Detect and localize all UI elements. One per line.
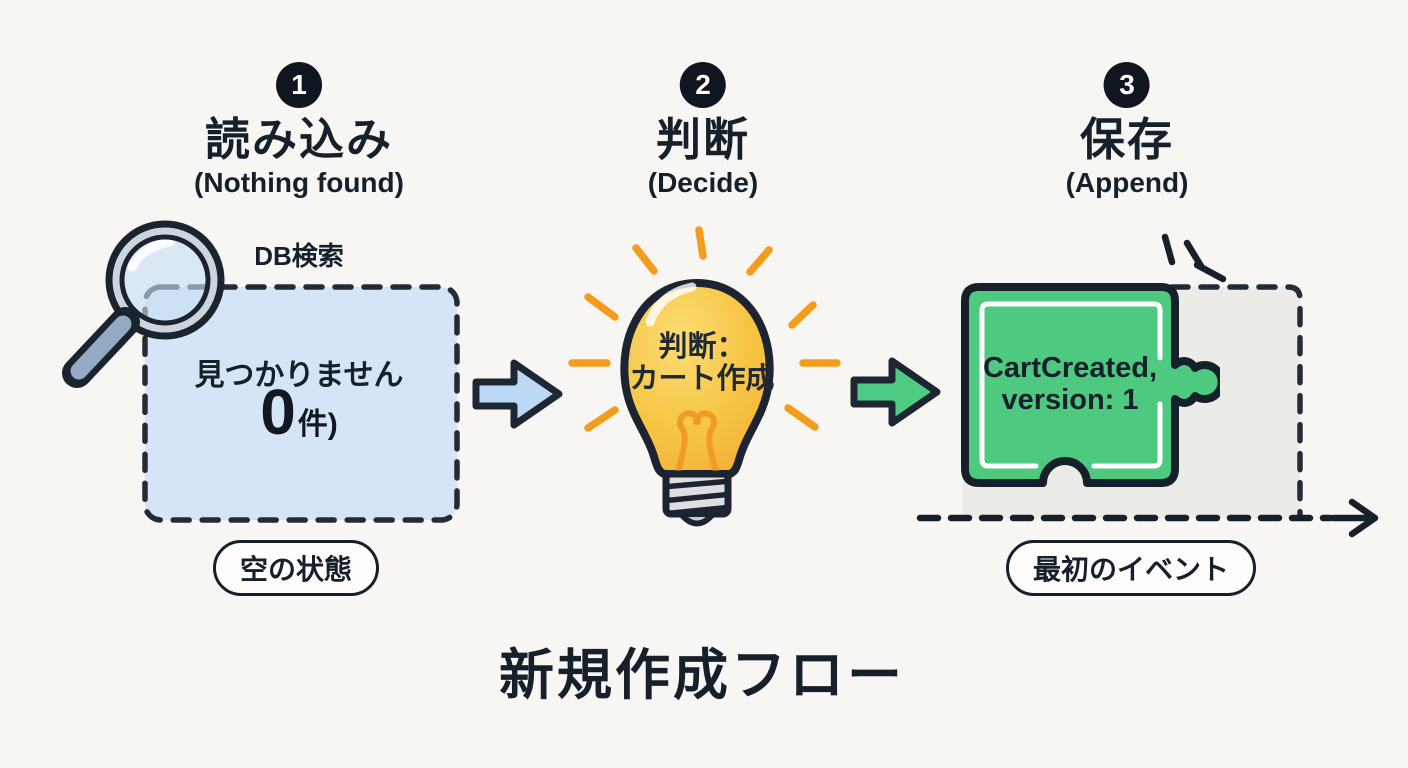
step-1-title: 読み込み [204,114,393,165]
decision-line-1: 判断： [658,331,746,363]
step-3-subtitle: (Append) [1065,167,1189,199]
empty-state-pill: 空の状態 [212,540,380,596]
step-3-header: 3 保存 (Append) [1065,62,1189,199]
search-result-text: 見つかりません [194,359,404,392]
step-1-badge: 1 [276,62,322,108]
puzzle-piece-icon [961,283,1220,487]
step-2-header: 2 判断 (Decide) [648,62,758,199]
step-2-subtitle: (Decide) [647,167,759,199]
db-search-label: DB検索 [254,241,344,271]
event-card-text: CartCreated, version: 1 [965,352,1175,416]
search-result-count: 0 件) [143,380,455,444]
count-value: 0 [260,376,296,448]
decision-line-2: カート作成 [629,363,775,395]
diagram-title: 新規作成フロー [498,644,906,706]
search-result-box [142,284,460,523]
event-line-1: CartCreated, [982,352,1158,384]
step-3-title: 保存 [1079,114,1175,165]
step-1-header: 1 読み込み (Nothing found) [194,62,404,199]
step-2-badge: 2 [680,62,726,108]
step-3-badge: 3 [1103,62,1150,108]
arrow-right-green-icon [850,357,941,427]
step-1-subtitle: (Nothing found) [194,167,404,199]
event-line-2: version: 1 [1001,384,1139,416]
decision-text: 判断： カート作成 [562,331,842,395]
dashed-timeline-arrow-icon [916,498,1379,538]
step-2-title: 判断 [655,114,750,165]
count-suffix: 件) [297,408,338,441]
sparkle-icon [1161,233,1227,283]
first-event-pill: 最初のイベント [1005,540,1257,596]
magnifier-icon [62,220,225,388]
arrow-right-blue-icon [472,359,563,429]
event-zone-dashed-border [1169,284,1303,521]
lightbulb-icon [568,226,841,527]
